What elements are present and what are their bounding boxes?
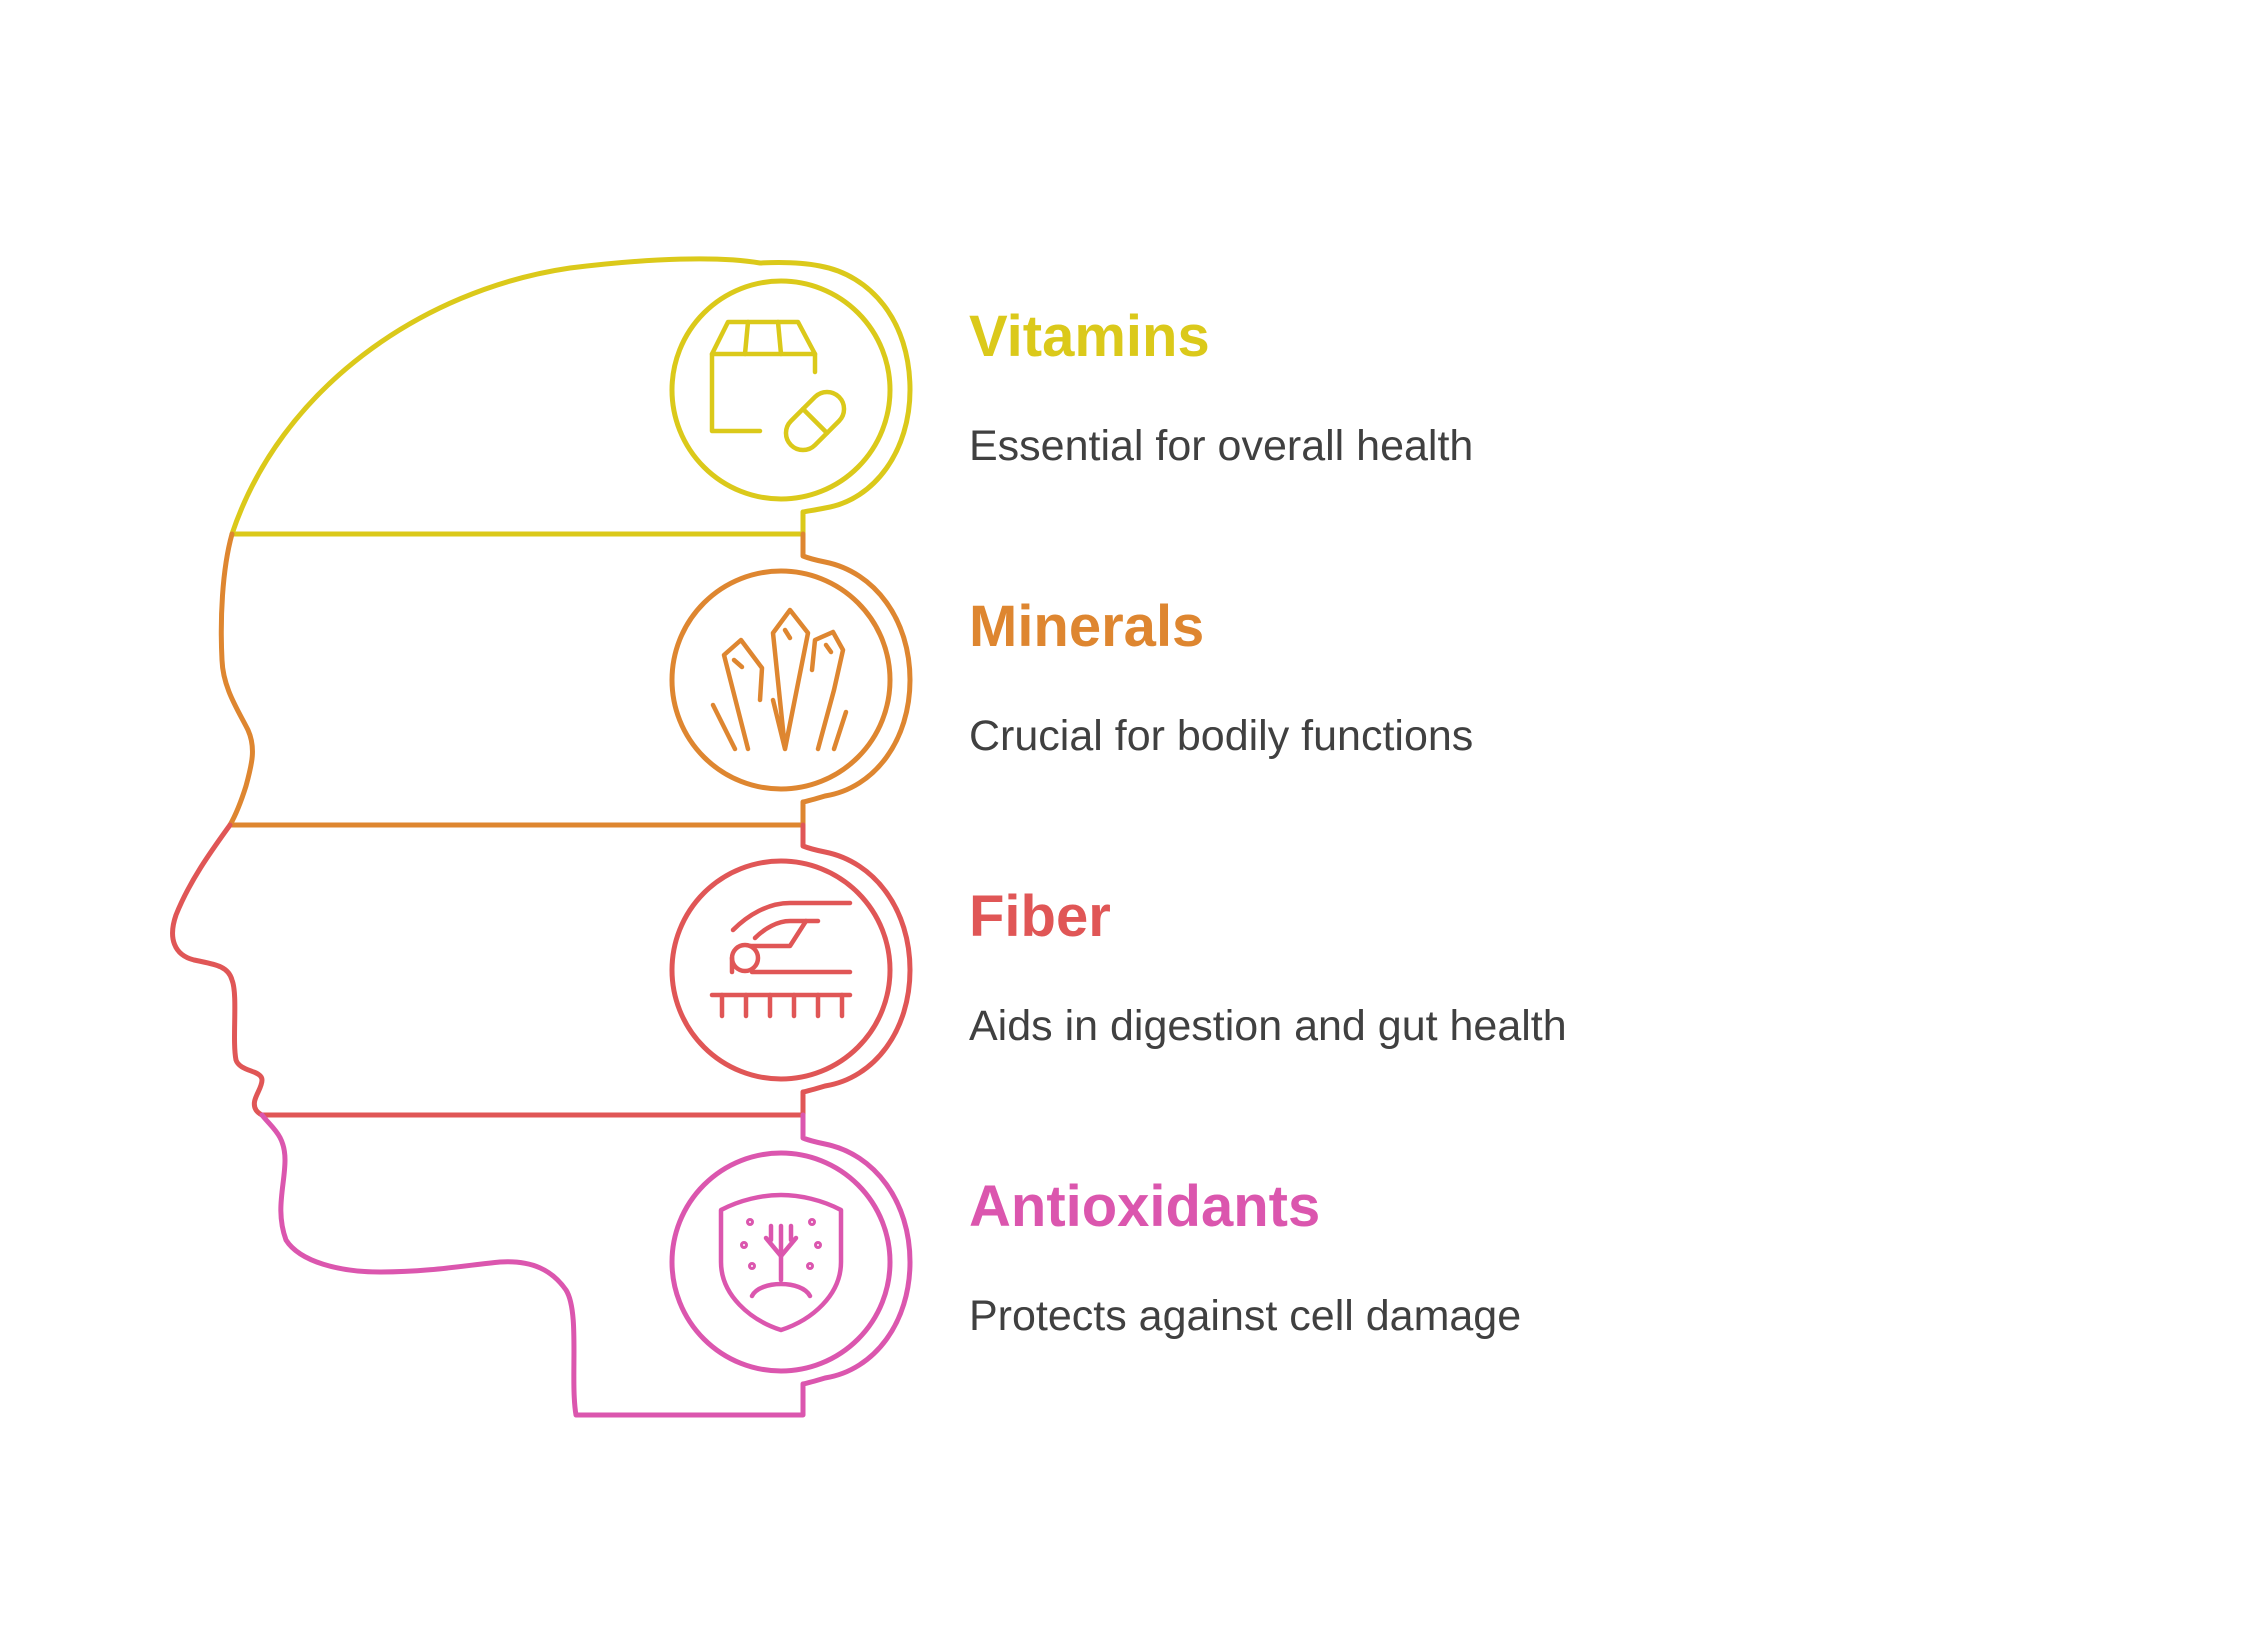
segment-vitamins xyxy=(229,256,913,537)
segment-fiber xyxy=(170,822,913,1118)
fiber-roller-icon xyxy=(709,900,853,1019)
item-description-fiber: Aids in digestion and gut health xyxy=(969,1002,1567,1050)
item-description-antioxidants: Protects against cell damage xyxy=(969,1292,1522,1340)
segment-minerals xyxy=(218,531,913,828)
item-title-antioxidants: Antioxidants xyxy=(969,1174,1321,1239)
icon-ring-vitamins xyxy=(669,278,893,502)
item-title-vitamins: Vitamins xyxy=(969,304,1210,369)
item-title-fiber: Fiber xyxy=(969,884,1111,949)
icon-ring-antioxidants xyxy=(669,1150,893,1374)
vitamin-box-pill-icon xyxy=(709,319,847,453)
item-title-minerals: Minerals xyxy=(969,594,1205,659)
item-description-minerals: Crucial for bodily functions xyxy=(969,712,1474,760)
head-outline-forehead xyxy=(218,531,913,828)
segment-antioxidants xyxy=(259,1112,913,1418)
icon-ring-fiber xyxy=(669,858,893,1082)
icon-ring-minerals xyxy=(669,568,893,792)
shield-plant-icon xyxy=(718,1192,844,1333)
head-outline-nose xyxy=(170,822,913,1118)
head-outline-neck xyxy=(259,1112,913,1418)
head-outline-top xyxy=(229,256,913,537)
item-description-vitamins: Essential for overall health xyxy=(969,422,1474,470)
crystals-icon xyxy=(710,607,849,752)
